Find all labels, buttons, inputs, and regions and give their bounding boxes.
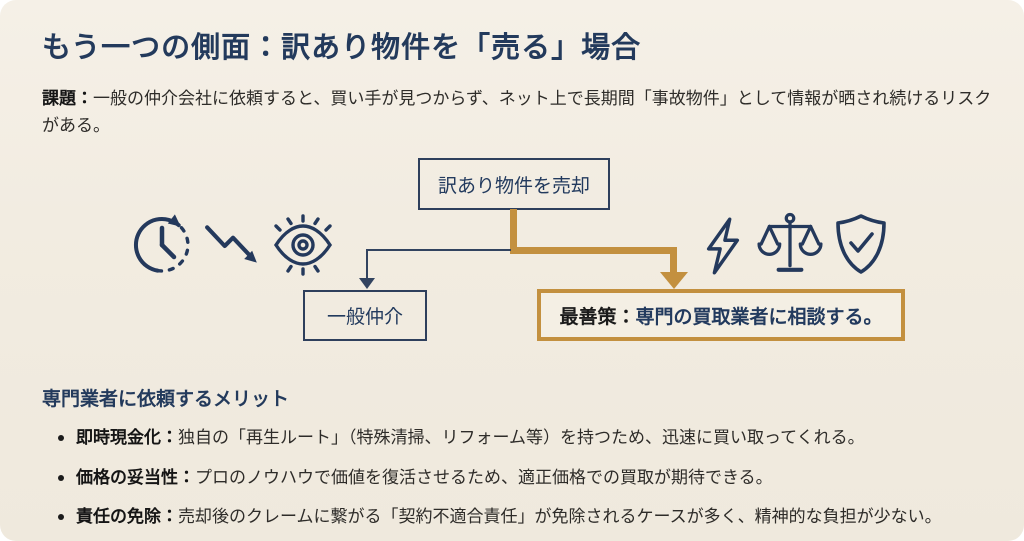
gold-connector-vertical-top bbox=[510, 209, 517, 254]
bullet-dot-icon bbox=[58, 475, 64, 481]
flow-best-solution-box: 最善策：専門の買取業者に相談する。 bbox=[537, 289, 905, 341]
gold-connector-vertical-bottom bbox=[670, 247, 677, 275]
merit-body: 売却後のクレームに繋がる「契約不適合責任」が免除されるケースが多く、精神的な負担… bbox=[178, 507, 942, 526]
shield-check-icon bbox=[831, 212, 891, 276]
gold-arrowhead-icon bbox=[660, 272, 688, 289]
flow-root-label: 訳あり物件を売却 bbox=[437, 175, 590, 197]
bullet-dot-icon bbox=[58, 435, 64, 441]
navy-arrowhead-icon bbox=[359, 278, 375, 289]
best-solution-text: 専門の買取業者に相談する。 bbox=[635, 306, 883, 328]
merit-item-instant-cash: 即時現金化：独自の「再生ルート」（特殊清掃、リフォーム等）を持つため、迅速に買い… bbox=[58, 427, 1008, 448]
best-solution-label: 最善策： bbox=[559, 306, 636, 328]
navy-connector-horizontal bbox=[368, 249, 511, 251]
merit-body: 独自の「再生ルート」（特殊清掃、リフォーム等）を持つため、迅速に買い取ってくれる… bbox=[178, 428, 865, 447]
merit-label: 価格の妥当性： bbox=[76, 468, 195, 487]
problem-statement: 課題：一般の仲介会社に依頼すると、買い手が見つからず、ネット上で長期間「事故物件… bbox=[42, 85, 992, 139]
clock-history-icon bbox=[131, 212, 195, 276]
gold-connector-horizontal bbox=[510, 247, 677, 254]
flow-root-box: 訳あり物件を売却 bbox=[418, 158, 610, 210]
merits-heading: 専門業者に依頼するメリット bbox=[42, 389, 290, 410]
problem-text: 一般の仲介会社に依頼すると、買い手が見つからず、ネット上で長期間「事故物件」とし… bbox=[42, 89, 992, 135]
flow-general-broker-label: 一般仲介 bbox=[326, 307, 403, 328]
bullet-dot-icon bbox=[58, 514, 64, 520]
problem-label: 課題： bbox=[42, 89, 93, 108]
merit-text: 責任の免除：売却後のクレームに繋がる「契約不適合責任」が免除されるケースが多く、… bbox=[76, 506, 942, 527]
merit-label: 即時現金化： bbox=[76, 428, 178, 447]
scales-icon bbox=[756, 212, 824, 276]
declining-trend-icon bbox=[204, 223, 262, 269]
flow-general-broker-box: 一般仲介 bbox=[303, 290, 427, 341]
lightning-icon bbox=[701, 216, 745, 276]
page-title: もう一つの側面：訳あり物件を「売る」場合 bbox=[42, 32, 642, 64]
merit-item-fair-price: 価格の妥当性：プロのノウハウで価値を復活させるため、適正価格での買取が期待できる… bbox=[58, 467, 1008, 488]
merit-text: 即時現金化：独自の「再生ルート」（特殊清掃、リフォーム等）を持つため、迅速に買い… bbox=[76, 427, 865, 448]
eye-icon bbox=[271, 214, 335, 276]
merit-text: 価格の妥当性：プロのノウハウで価値を復活させるため、適正価格での買取が期待できる… bbox=[76, 467, 773, 488]
merit-item-liability-exemption: 責任の免除：売却後のクレームに繋がる「契約不適合責任」が免除されるケースが多く、… bbox=[58, 506, 1008, 527]
navy-connector-vertical bbox=[366, 249, 368, 280]
merit-label: 責任の免除： bbox=[76, 507, 178, 526]
merit-body: プロのノウハウで価値を復活させるため、適正価格での買取が期待できる。 bbox=[195, 468, 773, 487]
